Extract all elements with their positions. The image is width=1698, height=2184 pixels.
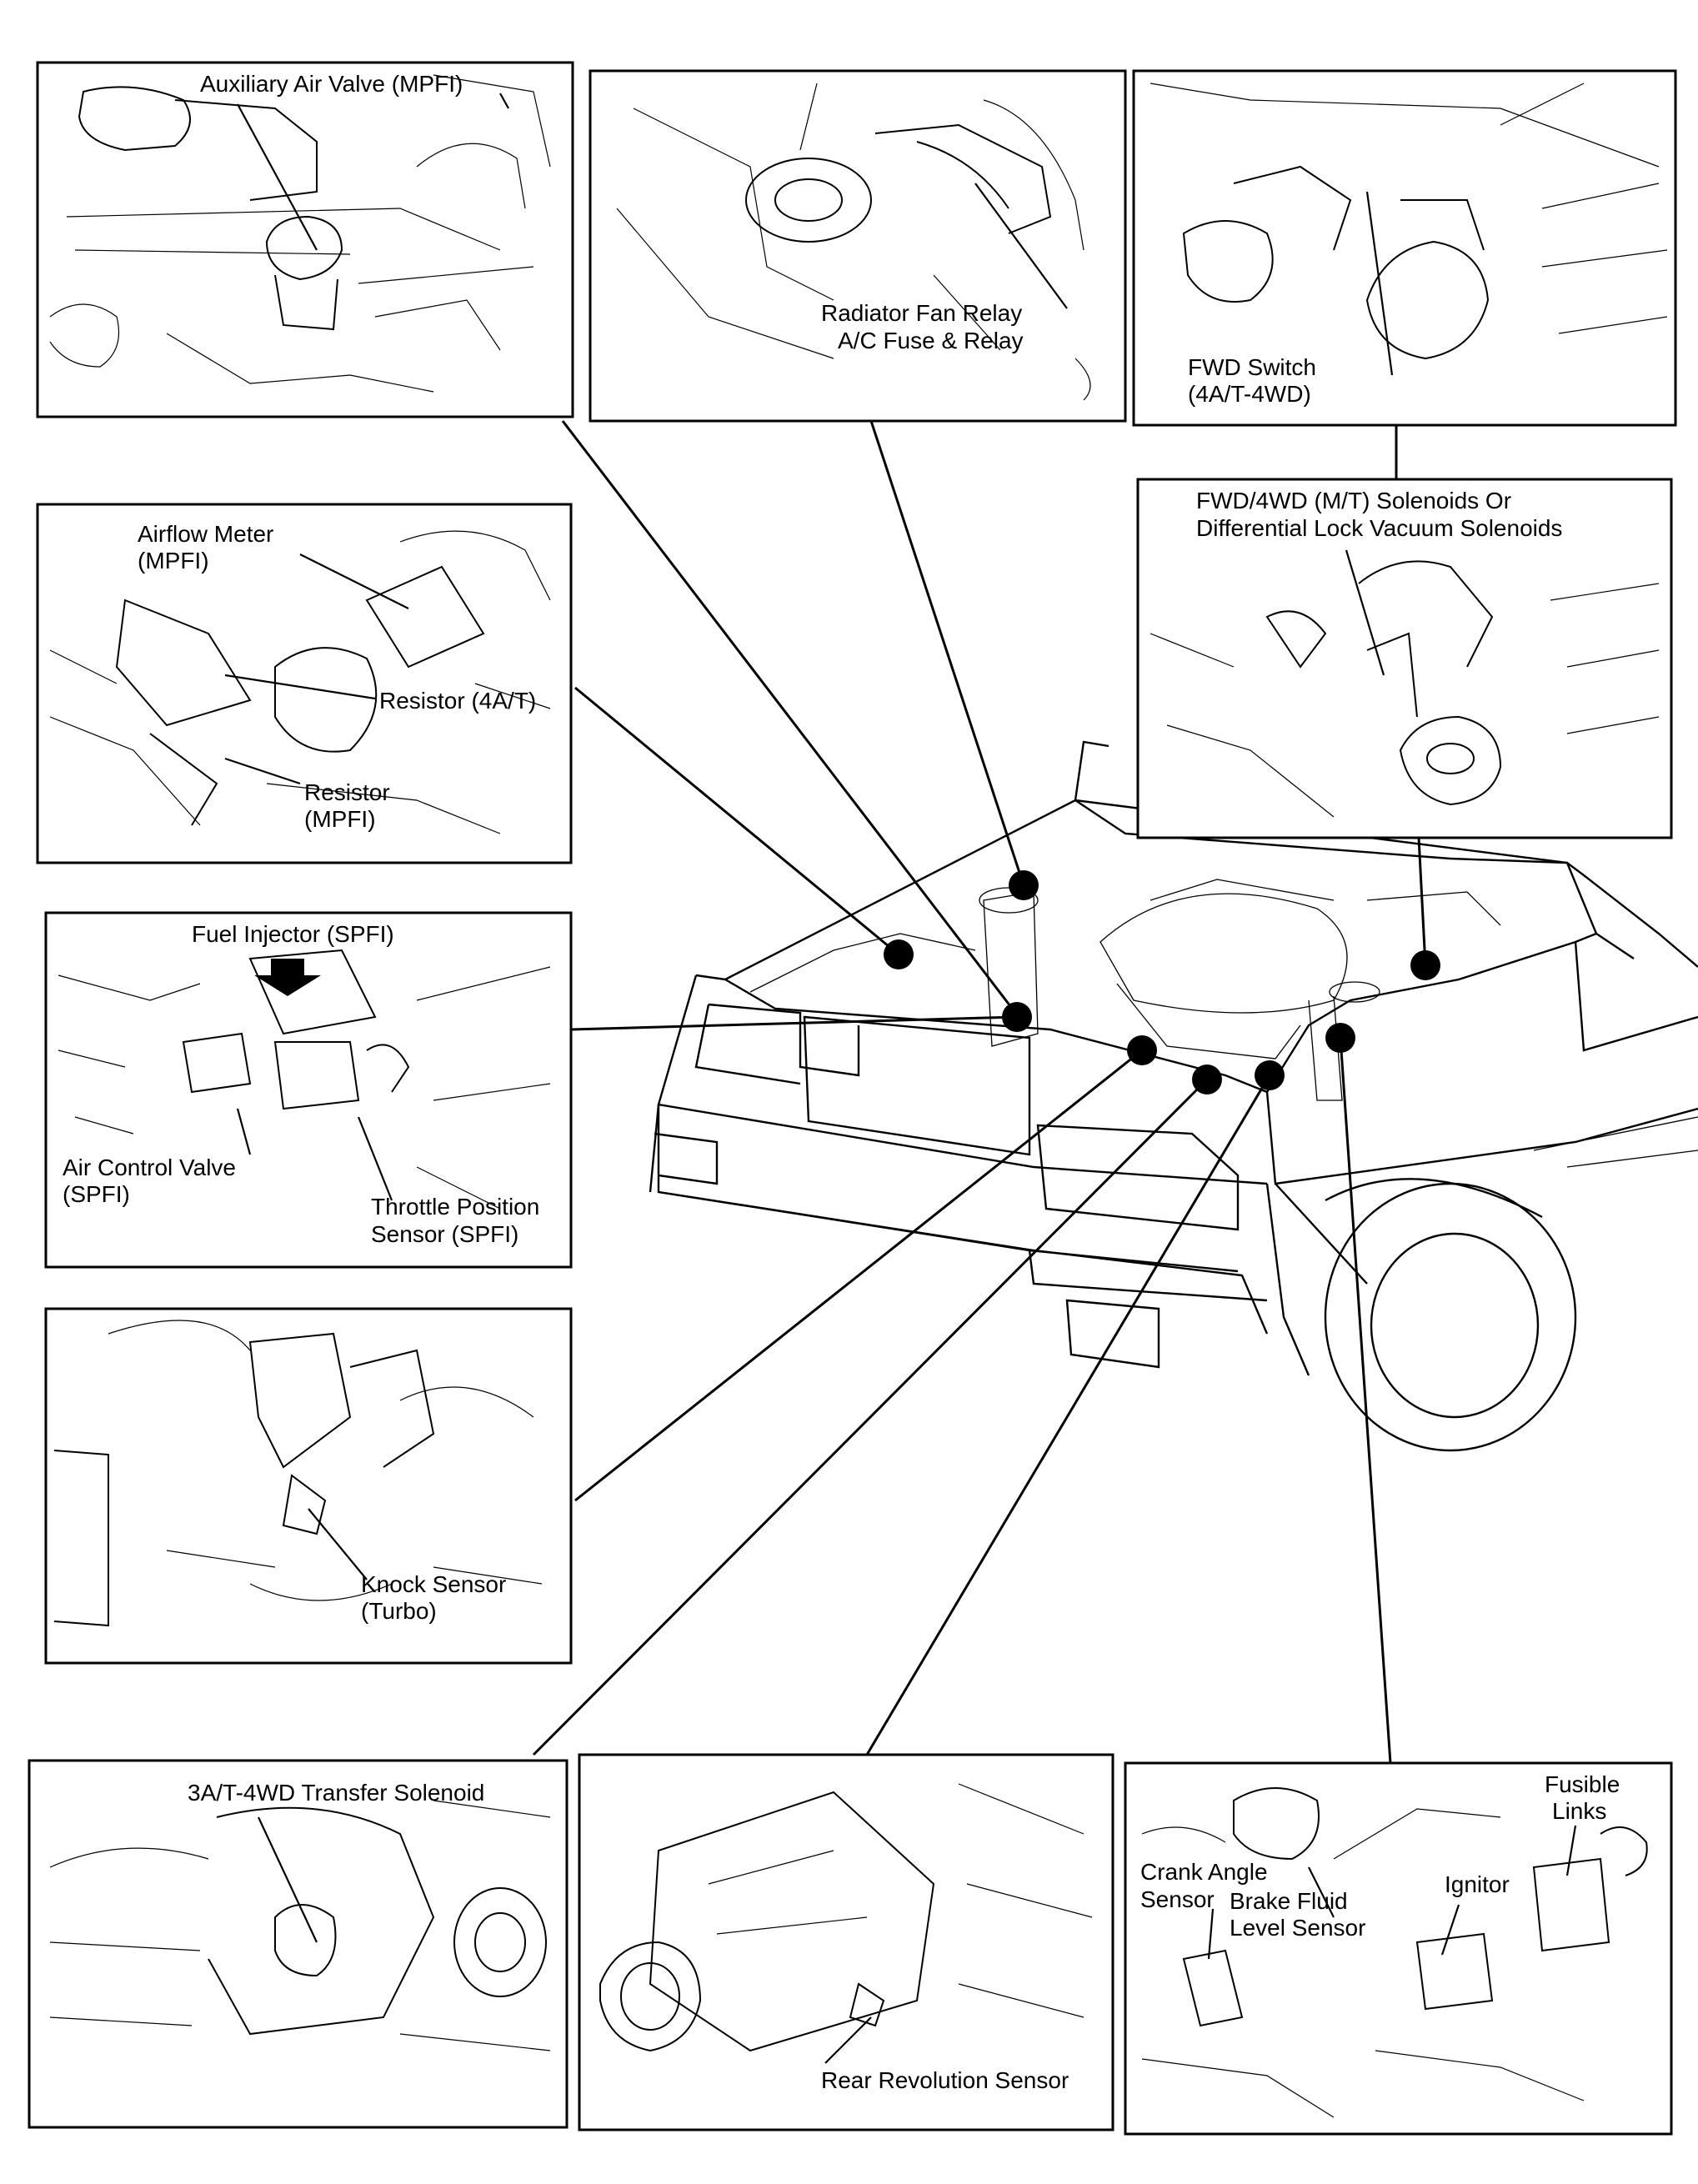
label-fwd-switch: FWD Switch bbox=[1188, 354, 1316, 380]
label-airflow-meter: Airflow Meter bbox=[138, 521, 273, 547]
callout-dot-6 bbox=[1255, 1060, 1285, 1090]
arrow-down-icon bbox=[254, 959, 321, 996]
label-rear-revolution-sensor: Rear Revolution Sensor bbox=[821, 2067, 1069, 2093]
label-air-control-valve-sub: (SPFI) bbox=[63, 1181, 130, 1207]
label-knock-sensor-sub: (Turbo) bbox=[361, 1598, 437, 1624]
panel-transfer-solenoid: 3A/T-4WD Transfer Solenoid bbox=[28, 1759, 569, 2129]
label-resistor-4at: Resistor (4A/T) bbox=[379, 688, 536, 714]
label-throttle-position-sensor-sub: Sensor (SPFI) bbox=[371, 1221, 518, 1247]
callout-dot-7 bbox=[1325, 1023, 1355, 1053]
label-ac-fuse-relay: A/C Fuse & Relay bbox=[838, 328, 1024, 353]
label-brake-fluid-level-sensor-sub: Level Sensor bbox=[1230, 1915, 1365, 1941]
car-front-view bbox=[649, 740, 1698, 1452]
panel-fuel-injector: Fuel Injector (SPFI) Air Control Valve (… bbox=[44, 911, 573, 1269]
label-knock-sensor: Knock Sensor bbox=[361, 1571, 506, 1597]
label-transfer-solenoid: 3A/T-4WD Transfer Solenoid bbox=[188, 1780, 484, 1806]
label-radiator-fan-relay: Radiator Fan Relay bbox=[821, 300, 1022, 326]
label-fusible-links: Fusible bbox=[1545, 1771, 1620, 1797]
panel-radiator-fan-relay: Radiator Fan Relay A/C Fuse & Relay bbox=[589, 69, 1127, 423]
panel-rear-revolution-sensor: Rear Revolution Sensor bbox=[578, 1753, 1114, 2131]
label-ignitor: Ignitor bbox=[1445, 1871, 1510, 1897]
label-fwd-4wd-solenoids: FWD/4WD (M/T) Solenoids Or bbox=[1196, 488, 1511, 513]
callout-dot-1 bbox=[884, 939, 914, 969]
label-brake-fluid-level-sensor: Brake Fluid bbox=[1230, 1888, 1348, 1914]
label-resistor-mpfi-sub: (MPFI) bbox=[304, 806, 376, 832]
label-throttle-position-sensor: Throttle Position bbox=[371, 1194, 539, 1220]
label-crank-angle-sensor-sub: Sensor bbox=[1140, 1886, 1215, 1912]
callout-dot-4 bbox=[1127, 1035, 1157, 1065]
panel-crank-angle-ignitor: Fusible Links Crank Angle Sensor Ignitor… bbox=[1124, 1761, 1673, 2136]
callout-dot-2 bbox=[1009, 870, 1039, 900]
callout-dot-3 bbox=[1002, 1002, 1032, 1032]
callout-dot-5 bbox=[1192, 1064, 1222, 1095]
callout-dots bbox=[884, 870, 1440, 1095]
label-differential-lock-solenoids: Differential Lock Vacuum Solenoids bbox=[1196, 515, 1562, 541]
panel-fwd-switch: FWD Switch (4A/T-4WD) bbox=[1132, 69, 1677, 427]
panel-knock-sensor: Knock Sensor (Turbo) bbox=[44, 1307, 573, 1665]
label-airflow-meter-sub: (MPFI) bbox=[138, 548, 209, 574]
callout-dot-8 bbox=[1410, 950, 1440, 980]
label-fusible-links-sub: Links bbox=[1552, 1798, 1606, 1824]
label-crank-angle-sensor: Crank Angle bbox=[1140, 1859, 1268, 1885]
label-fuel-injector: Fuel Injector (SPFI) bbox=[192, 921, 394, 947]
label-fwd-switch-sub: (4A/T-4WD) bbox=[1188, 381, 1311, 407]
panel-auxiliary-air-valve: Auxiliary Air Valve (MPFI) bbox=[36, 61, 574, 418]
label-resistor-mpfi: Resistor bbox=[304, 779, 390, 805]
panel-fwd-4wd-solenoids: FWD/4WD (M/T) Solenoids Or Differential … bbox=[1136, 478, 1673, 839]
callout-connectors bbox=[532, 420, 1427, 1764]
panel-airflow-meter: Airflow Meter (MPFI) Resistor (4A/T) Res… bbox=[36, 503, 573, 864]
label-auxiliary-air-valve: Auxiliary Air Valve (MPFI) bbox=[200, 71, 463, 97]
label-air-control-valve: Air Control Valve bbox=[63, 1155, 236, 1180]
